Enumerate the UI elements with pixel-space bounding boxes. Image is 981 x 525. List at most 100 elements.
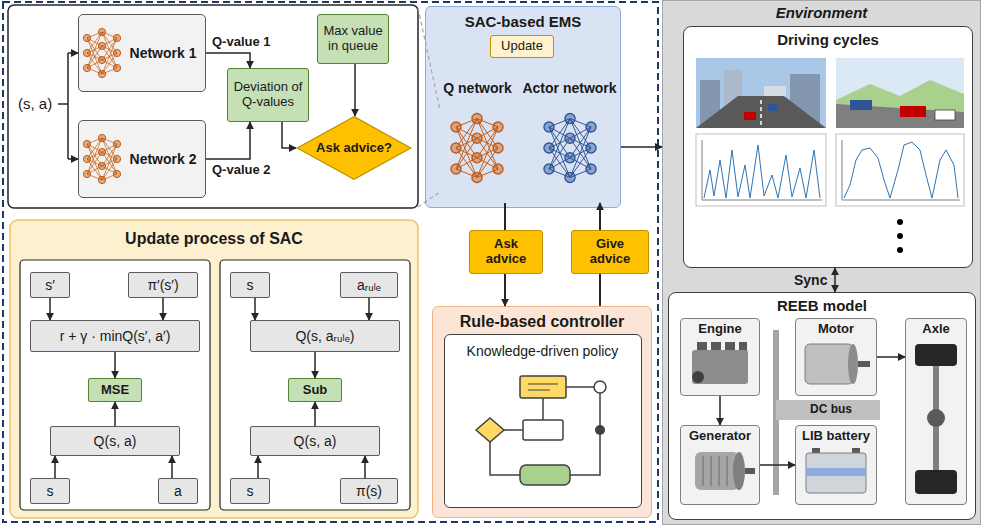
engine-block — [692, 350, 748, 384]
node-label: Driving cycles — [777, 31, 879, 48]
connector — [599, 274, 601, 306]
node-label: Network 1 — [130, 45, 197, 61]
node-label: Ask advice — [474, 237, 538, 267]
connector — [206, 53, 250, 68]
term-box: s — [30, 478, 70, 504]
advice-loss-box — [220, 260, 410, 510]
zoom-line — [418, 8, 440, 207]
axle-picture — [915, 344, 957, 494]
flow-decision — [476, 418, 504, 442]
scene-sky — [696, 58, 826, 128]
node-label: Q(s, a) — [294, 433, 337, 449]
decision-diamond: Ask advice? — [296, 116, 412, 180]
node-label: s — [47, 483, 54, 499]
node-label: π′(s′) — [147, 277, 178, 293]
connector — [171, 456, 173, 478]
bus-label: DC bus — [808, 403, 854, 417]
connector — [877, 356, 905, 358]
network-icon — [544, 114, 596, 183]
term-box: Q(s, a) — [250, 426, 380, 456]
cooling-fins — [703, 456, 727, 486]
connector — [621, 146, 662, 148]
update-panel-fill — [10, 220, 418, 518]
connector — [254, 298, 256, 320]
edge-label: Q-value 1 — [210, 35, 273, 50]
car — [768, 104, 778, 111]
edge-label: Q-value 2 — [210, 163, 273, 178]
input-branch — [68, 158, 78, 160]
network-icon — [83, 134, 120, 183]
node-label: Rule-based controller — [460, 313, 624, 331]
node-label: Q(s, a) — [94, 433, 137, 449]
bus-bar — [776, 400, 880, 420]
generator-end — [733, 452, 745, 490]
node-label: s — [247, 277, 254, 293]
flow-document — [520, 376, 566, 398]
input-branch — [58, 53, 68, 159]
connector — [257, 456, 259, 478]
wheel — [915, 470, 957, 494]
term-box: s — [230, 478, 270, 504]
node-label: a — [174, 483, 182, 499]
plot-axes — [842, 140, 960, 200]
city-scene — [696, 58, 826, 128]
term-box: s — [230, 272, 270, 298]
term-box: s′ — [30, 272, 70, 298]
motor-body — [805, 344, 853, 384]
process-box: Max value in queue — [317, 14, 389, 64]
wheel — [915, 344, 957, 366]
node-label: Network 2 — [130, 151, 197, 167]
node-label: Generator — [689, 429, 751, 444]
update-panel: Update process of SAC s′ π′(s′) r + γ · min… — [10, 220, 418, 518]
term-box: r + γ · minQ(s′, a′) — [30, 320, 200, 352]
tag-box: Update — [490, 35, 554, 58]
connector — [599, 203, 601, 230]
node-label: π(s) — [356, 483, 382, 499]
truck — [935, 110, 955, 120]
connector — [314, 352, 316, 378]
truck — [850, 100, 872, 110]
node-label: Give advice — [576, 237, 644, 267]
module-panel: SAC-based EMS Update Q network Actor networ… — [425, 6, 621, 208]
connector — [206, 122, 250, 159]
terminal — [852, 448, 860, 453]
network-icon — [83, 28, 120, 77]
connector — [368, 298, 370, 320]
hills — [836, 80, 964, 128]
speed-plot — [836, 134, 964, 206]
flow-terminal — [520, 465, 570, 485]
detail-panel — [8, 5, 418, 208]
connector — [162, 298, 164, 320]
node-label: r + γ · minQ(s′, a′) — [60, 328, 171, 344]
term-box: Q(s, aᵣᵤₗₑ) — [250, 320, 400, 352]
pulley — [692, 371, 704, 383]
node-label: Knowledge-driven policy — [467, 343, 619, 359]
term-box: π(s) — [340, 478, 398, 504]
engine-picture — [692, 342, 748, 384]
connector — [504, 203, 506, 230]
speed-trace — [704, 145, 820, 198]
node-label: Update process of SAC — [125, 230, 303, 248]
highway-scene — [836, 58, 964, 128]
shaft — [858, 361, 870, 367]
flowchart-icon — [476, 376, 606, 485]
speed-trace — [844, 142, 958, 198]
truck — [900, 106, 926, 117]
term-box: aᵣᵤₗₑ — [340, 272, 398, 298]
scene-sky — [836, 58, 964, 128]
connector — [114, 352, 116, 378]
plot-frame — [836, 134, 964, 206]
node-label: SAC-based EMS — [465, 13, 582, 30]
process-box: Deviation of Q-values — [227, 68, 309, 122]
term-box: Q(s, a) — [50, 426, 180, 456]
connector — [504, 274, 506, 306]
battery-pack — [806, 453, 866, 493]
terminal — [812, 448, 820, 453]
input-label: (s, a) — [16, 95, 54, 112]
connector — [760, 464, 795, 466]
node-label: Q network — [443, 80, 511, 96]
advice-box: Give advice — [571, 230, 649, 274]
lane-mark — [760, 100, 762, 126]
node-label: Actor network — [522, 80, 616, 96]
input-branch — [68, 52, 78, 54]
